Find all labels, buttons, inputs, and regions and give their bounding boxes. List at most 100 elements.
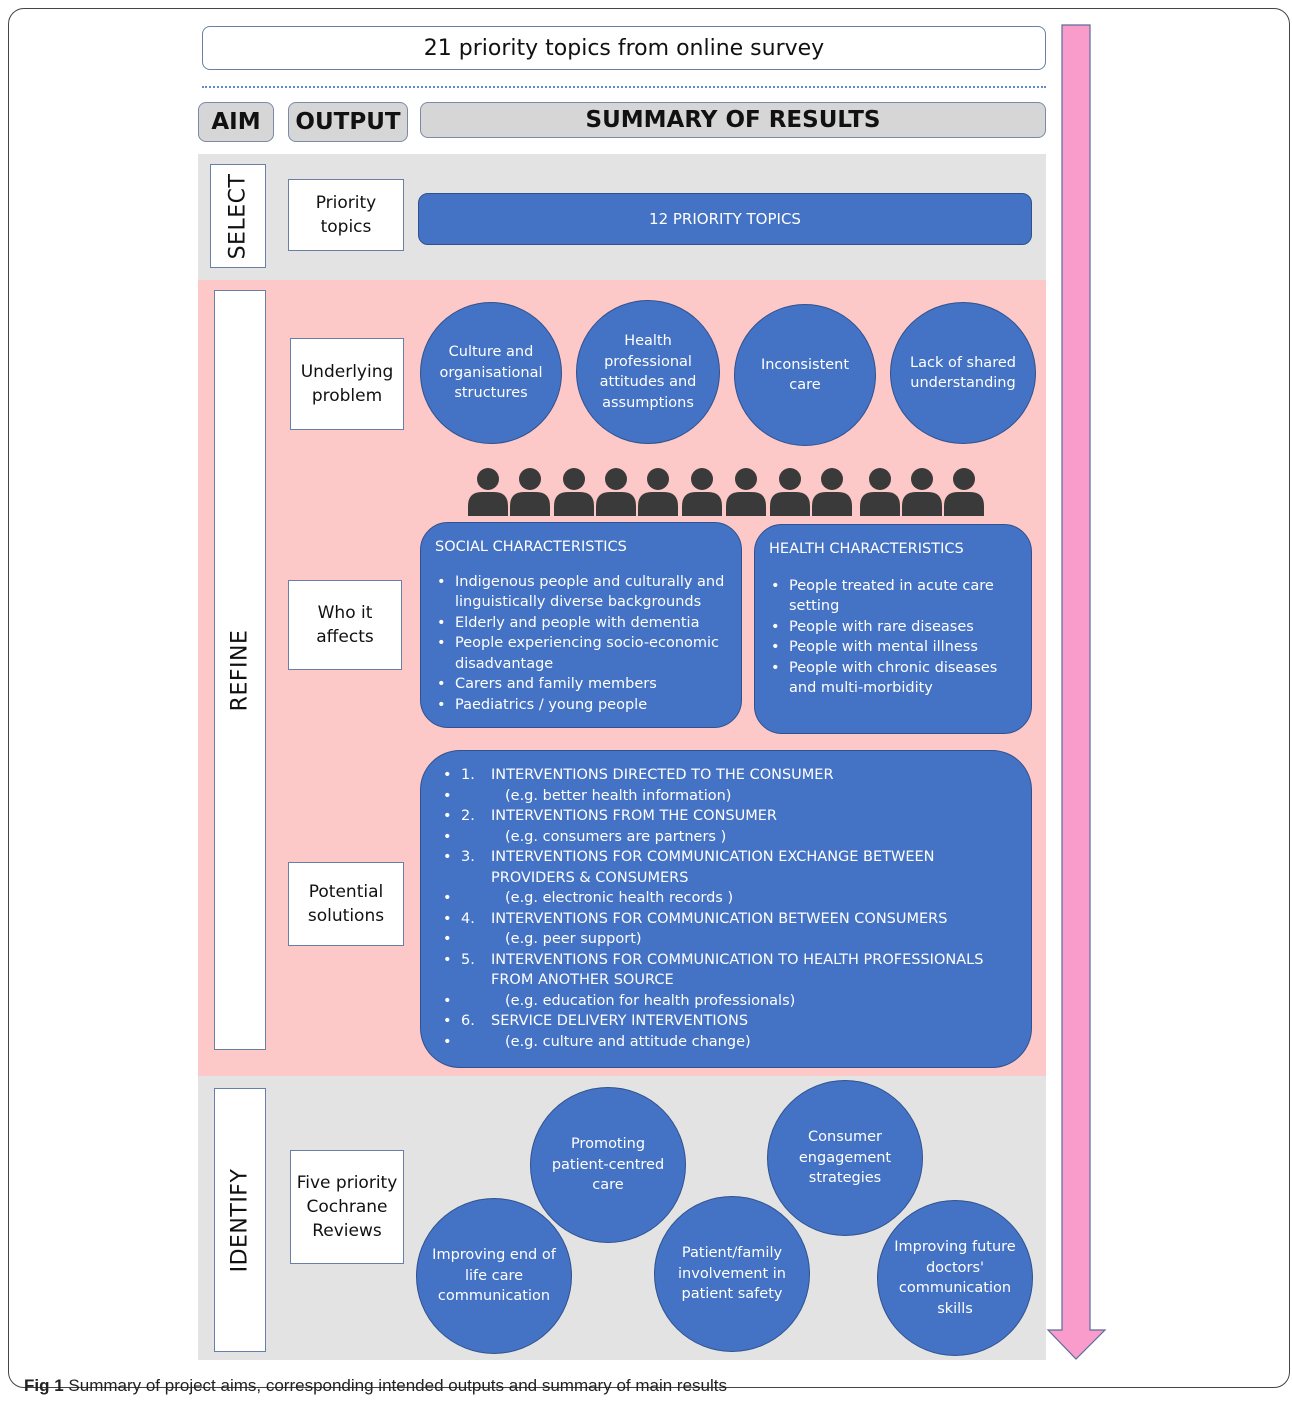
problem-circle: Health professional attitudes and assump… [576,300,720,444]
underlying-problem-box: Underlying problem [290,338,404,430]
problem-label: Lack of shared understanding [910,354,1016,392]
person-icon [902,468,942,516]
identify-aim-box: IDENTIFY [214,1088,266,1352]
review-circle: Improving end of life care communication [416,1198,572,1354]
refine-aim-box: REFINE [214,290,266,1050]
list-item: People experiencing socio-economic disad… [435,633,727,674]
survey-title-box: 21 priority topics from online survey [202,26,1046,70]
who-it-affects-box: Who it affects [288,580,402,670]
potential-solutions-list-box: 1. INTERVENTIONS DIRECTED TO THE CONSUMER… [420,750,1032,1068]
list-item: Indigenous people and culturally and lin… [435,572,727,613]
output-header: OUTPUT [288,102,408,142]
review-label: Patient/family involvement in patient sa… [678,1245,786,1303]
solution-example: (e.g. better health information) [505,787,732,804]
list-item: Elderly and people with dementia [435,613,727,634]
priority-topics-bar: 12 PRIORITY TOPICS [418,193,1032,245]
review-label: Improving end of life care communication [432,1247,556,1305]
list-item: People with rare diseases [769,617,1017,638]
solution-number: 3. [461,849,475,865]
aim-header: AIM [198,102,274,142]
social-characteristics-box: SOCIAL CHARACTERISTICS Indigenous people… [420,522,742,728]
solution-number: 2. [461,808,475,824]
health-characteristics-title: HEALTH CHARACTERISTICS [769,541,964,557]
solution-title: INTERVENTIONS FROM THE CONSUMER [491,808,777,824]
solution-example-row: (e.g. better health information) [441,786,1011,807]
problem-circle: Culture and organisational structures [420,302,562,444]
aim-header-label: AIM [211,109,261,135]
problem-circle: Inconsistent care [734,304,876,446]
person-icon [726,468,766,516]
potential-solutions-box: Potential solutions [288,862,404,946]
downward-arrow [1046,24,1107,1360]
figure-caption-label: Fig 1 [24,1376,64,1395]
solution-number: 1. [461,767,475,783]
solution-title: INTERVENTIONS FOR COMMUNICATION EXCHANGE… [491,849,935,886]
solution-title: SERVICE DELIVERY INTERVENTIONS [491,1013,749,1029]
solution-example: (e.g. peer support) [505,931,642,947]
list-item: People treated in acute care setting [769,576,1017,617]
solution-item: 5.INTERVENTIONS FOR COMMUNICATION TO HEA… [441,950,1011,991]
priority-topics-label: 12 PRIORITY TOPICS [649,210,801,228]
select-aim-label: SELECT [225,173,251,259]
solution-example-row: (e.g. electronic health records ) [441,888,1011,909]
cochrane-reviews-box: Five priority Cochrane Reviews [290,1150,404,1264]
person-icon [860,468,900,516]
person-icon [638,468,678,516]
solution-example: (e.g. education for health professionals… [505,992,796,1009]
list-item: People with mental illness [769,637,1017,658]
problem-label: Health professional attitudes and assump… [599,333,697,411]
review-label: Promoting patient-centred care [551,1136,665,1194]
solution-example: (e.g. electronic health records ) [505,890,734,906]
solution-item: 3. INTERVENTIONS FOR COMMUNICATION EXCHAN… [441,847,1011,888]
person-icon [944,468,984,516]
select-output-label: Priority topics [315,193,377,237]
list-item: People with chronic diseases and multi-m… [769,658,1017,699]
person-icon [510,468,550,516]
solution-number: 6. [461,1013,475,1029]
review-circle: Improving future doctors' communication … [877,1200,1033,1356]
figure-caption-text: Summary of project aims, corresponding i… [63,1376,727,1395]
review-label: Consumer engagement strategies [798,1129,892,1187]
solution-example: (e.g. culture and attitude change) [505,1033,751,1050]
review-circle: Patient/family involvement in patient sa… [654,1196,810,1352]
who-it-affects-label: Who it affects [316,603,374,647]
figure-frame [8,8,1290,1388]
figure-caption: Fig 1 Summary of project aims, correspon… [24,1376,1274,1396]
summary-header-label: SUMMARY OF RESULTS [585,107,881,133]
problem-circle: Lack of shared understanding [890,302,1036,444]
solution-example-row: (e.g. culture and attitude change) [441,1032,1011,1053]
people-icons-row [468,468,984,516]
summary-header: SUMMARY OF RESULTS [420,102,1046,138]
review-circle: Promoting patient-centred care [530,1087,686,1243]
select-output-box: Priority topics [288,179,404,251]
social-characteristics-list: Indigenous people and culturally and lin… [435,572,727,716]
person-icon [554,468,594,516]
underlying-problem-label: Underlying problem [300,362,394,406]
person-icon [770,468,810,516]
review-circle: Consumer engagement strategies [767,1080,923,1236]
person-icon [682,468,722,516]
list-item: Paediatrics / young people [435,695,727,716]
select-aim-box: SELECT [210,164,266,268]
solution-title: INTERVENTIONS DIRECTED TO THE CONSUMER [491,767,834,783]
social-characteristics-title: SOCIAL CHARACTERISTICS [435,539,627,555]
list-item: Carers and family members [435,674,727,695]
health-characteristics-box: HEALTH CHARACTERISTICS People treated in… [754,524,1032,734]
refine-aim-label: REFINE [227,629,253,711]
person-icon [812,468,852,516]
solution-example-row: (e.g. consumers are partners ) [441,827,1011,848]
problem-label: Culture and organisational structures [439,344,543,402]
solution-example-row: (e.g. peer support) [441,929,1011,950]
person-icon [468,468,508,516]
solution-title: INTERVENTIONS FOR COMMUNICATION BETWEEN … [491,910,948,927]
solution-number: 5. [461,951,475,968]
dotted-divider [202,86,1046,88]
solution-item: 6. SERVICE DELIVERY INTERVENTIONS [441,1011,1011,1032]
cochrane-reviews-label: Five priority Cochrane Reviews [296,1173,398,1241]
potential-solutions-label: Potential solutions [307,882,385,926]
solution-item: 1. INTERVENTIONS DIRECTED TO THE CONSUMER [441,765,1011,786]
solution-number: 4. [461,910,475,927]
problem-label: Inconsistent care [760,356,850,394]
identify-aim-label: IDENTIFY [227,1168,253,1272]
solution-item: 2. INTERVENTIONS FROM THE CONSUMER [441,806,1011,827]
